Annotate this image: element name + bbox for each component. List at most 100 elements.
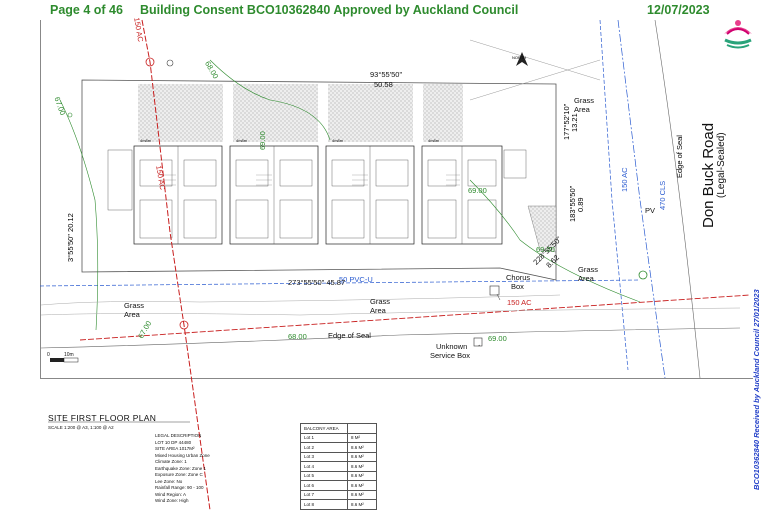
label-chorus-a: Chorus (506, 273, 531, 282)
chorus-box (489, 285, 500, 296)
unknown-service-box (473, 337, 483, 347)
area-cell: 8 M² (347, 432, 377, 443)
north-label: NORTH (512, 55, 527, 60)
table-header-row: BALCONY AREA (300, 423, 377, 434)
label-470cls: 470 CLS (658, 180, 667, 210)
label-grass-2a: Grass (370, 297, 391, 306)
edge-of-seal-right (654, 19, 701, 379)
label-grass-3b: Area (574, 105, 590, 114)
legal-line: Mixed Housing Urban Zone (155, 452, 210, 458)
lot-cell: Lot 5 (300, 470, 348, 481)
label-edge-seal-bottom: Edge of Seal (328, 331, 371, 340)
power-pole-3 (166, 59, 174, 67)
title-block: SITE FIRST FLOOR PLAN SCALE 1:200 @ A3, … (48, 413, 156, 430)
yard-3 (328, 84, 413, 142)
label-contour-68-bottom: 68.00 (288, 332, 307, 341)
power-pole-1 (145, 57, 155, 67)
area-cell: 8.6 M² (347, 451, 377, 462)
label-grass-4a: Grass (578, 265, 599, 274)
area-cell: 8.6 M² (347, 461, 377, 472)
water-line (39, 279, 641, 287)
label-grass-2b: Area (370, 306, 386, 315)
legal-line: Wind Zone: High (155, 498, 189, 503)
council-logo-icon (724, 20, 752, 49)
yard-4 (423, 84, 463, 142)
lot-cell: Lot 1 (300, 432, 348, 443)
yard-2 (233, 84, 318, 142)
drawing-frame (40, 20, 753, 379)
label-grass-3a: Grass (574, 96, 595, 105)
street-light (638, 270, 648, 280)
lot-cell: Lot 3 (300, 451, 348, 462)
label-bearing-bottom: 273°55'50" 45.87 (288, 278, 346, 287)
legal-line: LOT 10 DP 44480 (155, 439, 192, 445)
label-distance-top: 50.58 (374, 80, 393, 89)
edge-of-seal-bottom (40, 327, 741, 349)
legal-line: Wind Region: A (155, 491, 187, 497)
plan-scale: SCALE 1:200 @ A3, 1:100 @ A2 (48, 425, 114, 430)
legal-line: Rainfall Range: 90 - 100 (155, 485, 204, 490)
site-boundary (81, 79, 557, 281)
table-header: BALCONY AREA (300, 423, 348, 434)
label-bearing-right-b: 13.21 (570, 113, 579, 132)
label-grass-1a: Grass (124, 301, 145, 310)
contour-67 (59, 99, 99, 331)
legal-line: SITE AREA 1017M² (155, 446, 195, 451)
area-cell: 8.6 M² (347, 442, 377, 453)
lot-cell: Lot 6 (300, 480, 348, 491)
legal-line: Lee Zone: No (155, 478, 183, 484)
label-chorus-b: Box (511, 282, 524, 291)
lot-cell: Lot 8 (300, 499, 348, 510)
label-dim-2: 4m8m (236, 138, 248, 143)
north-arrow-icon (516, 52, 528, 66)
road-status: (Legal-Sealed) (716, 132, 727, 198)
lot-cell: Lot 2 (300, 442, 348, 453)
legal-description: LEGAL DESCRIPTION LOT 10 DP 44480 SITE A… (155, 433, 210, 505)
approval-date: 12/07/2023 (647, 3, 710, 17)
area-cell: 8.6 M² (347, 499, 377, 510)
label-dim-3: 4m8m (332, 138, 344, 143)
power-pole-2 (179, 320, 189, 330)
label-150ac-bottom: 150 AC (507, 298, 532, 307)
scale-bar (50, 357, 79, 363)
yard-1 (138, 84, 223, 142)
label-pv: PV (645, 206, 656, 215)
water-line-vertical (599, 19, 629, 371)
area-cell: 8.6 M² (347, 489, 377, 500)
cls-line (617, 19, 666, 379)
label-bearing-top: 93°55'50" (370, 70, 403, 79)
consent-title: Building Consent BCO10362840 Approved by… (140, 3, 519, 17)
label-contour-69-mid: 69.00 (468, 186, 487, 195)
label-edge-seal-right: Edge of Seal (675, 135, 684, 178)
legal-line: Exposure Zone: Zone C (155, 472, 203, 477)
label-50pvc: 50 PVC-U (339, 275, 373, 284)
contour-68 (209, 59, 331, 141)
label-unknown-a: Unknown (436, 342, 468, 351)
area-cell: 8.6 M² (347, 470, 377, 481)
label-dim-1: 4m8m (140, 138, 152, 143)
label-150ac-right: 150 AC (620, 167, 629, 192)
legal-line: Earthquake Zone: Zone 1 (155, 465, 207, 471)
lot-cell: Lot 4 (300, 461, 348, 472)
legal-line: LEGAL DESCRIPTION (155, 433, 202, 438)
contour-69 (469, 179, 641, 303)
scale-label-0: 0 (47, 352, 50, 358)
label-dim-4: 4m8m (428, 138, 440, 143)
scale-label-10m: 10m (64, 352, 74, 358)
plan-title: SITE FIRST FLOOR PLAN (48, 413, 157, 423)
label-bearing-right2-b: 0.89 (576, 197, 585, 212)
page-number: Page 4 of 46 (50, 3, 123, 17)
label-contour-69-right: 69.00 (536, 245, 555, 254)
label-contour-69-br: 69.00 (488, 334, 507, 343)
label-unknown-b: Service Box (430, 351, 471, 360)
power-line-150ac (141, 19, 211, 511)
label-grass-4b: Area (578, 274, 594, 283)
